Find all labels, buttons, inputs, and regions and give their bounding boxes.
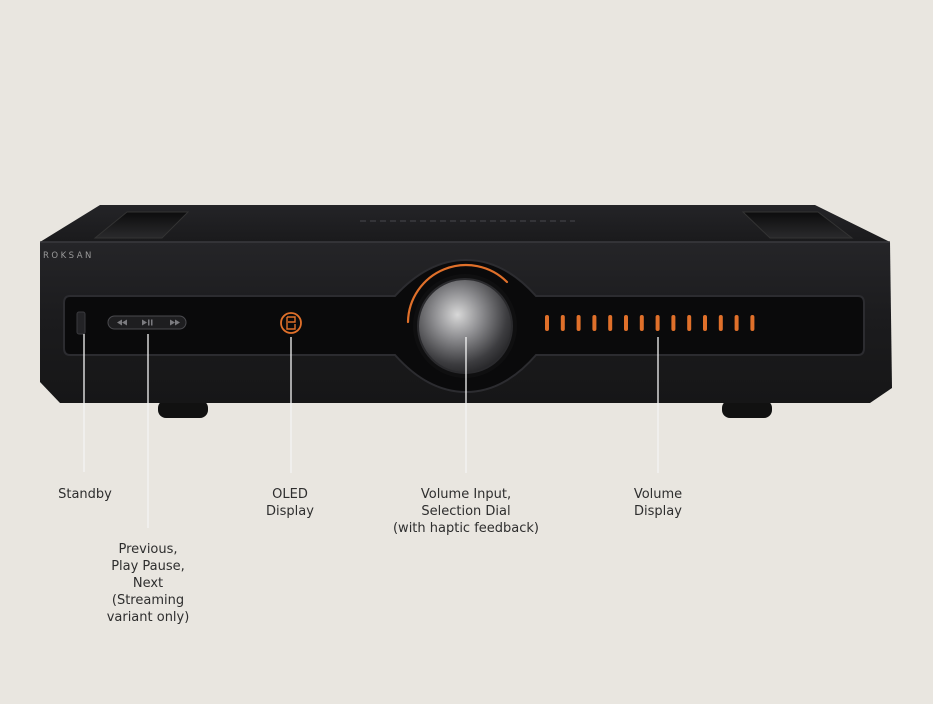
volume-arc — [406, 263, 509, 324]
play-pause-icon[interactable] — [142, 319, 153, 326]
next-icon[interactable] — [170, 319, 180, 326]
volume-led — [671, 315, 676, 331]
volume-led — [608, 315, 613, 331]
previous-icon[interactable] — [117, 319, 127, 326]
volume-led — [703, 315, 707, 331]
chassis-top — [40, 205, 890, 242]
volume-knob[interactable] — [417, 278, 513, 374]
standby-label: Standby — [58, 487, 112, 502]
roksan-logo-icon — [286, 316, 296, 330]
volume-led — [592, 315, 597, 331]
volume-led — [576, 315, 581, 331]
right-foot — [722, 400, 772, 418]
right-vent — [741, 211, 854, 239]
volume-led — [655, 315, 660, 331]
brand-text: ROKSAN — [43, 251, 94, 261]
left-foot — [158, 400, 208, 418]
oled-display-label: OLED Display — [266, 487, 314, 519]
volume-led — [718, 315, 723, 331]
volume-led — [560, 315, 565, 331]
volume-led — [750, 315, 755, 331]
volume-input-label: Volume Input, Selection Dial (with hapti… — [392, 487, 540, 536]
volume-led — [734, 315, 739, 331]
volume-led — [624, 315, 628, 331]
volume-display — [545, 315, 755, 331]
left-vent — [93, 211, 190, 239]
volume-led — [639, 315, 644, 331]
oled-display — [280, 312, 302, 334]
volume-led — [687, 315, 692, 331]
volume-led — [545, 315, 549, 331]
transport-controls-label: Previous, Play Pause, Next (Streaming va… — [106, 542, 190, 625]
standby-button[interactable] — [76, 311, 86, 335]
volume-display-label: Volume Display — [633, 487, 683, 519]
